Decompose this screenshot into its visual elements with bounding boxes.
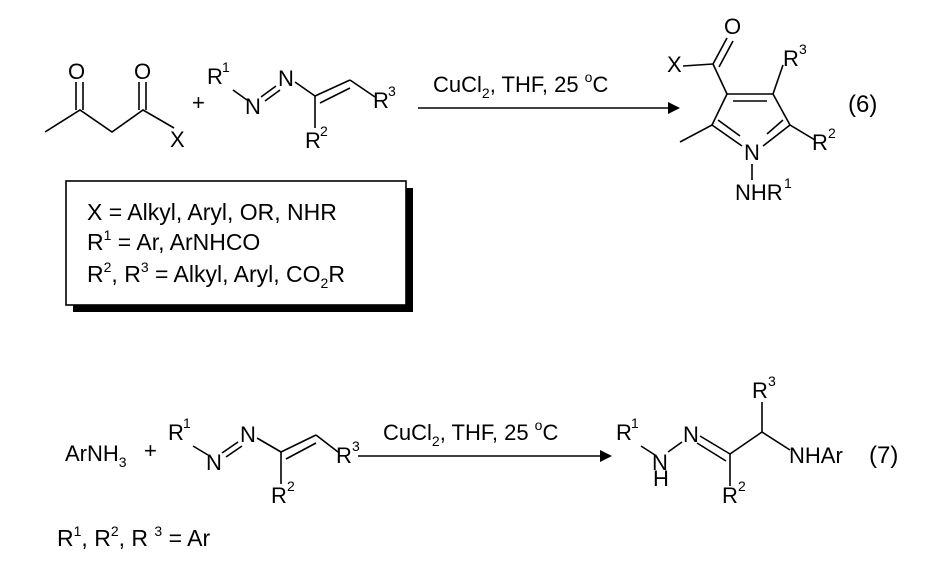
- nitrogen-1-label-6: N: [245, 94, 261, 119]
- reaction-6: O O X + R 1 N N R 3 R 2: [44, 14, 877, 312]
- plus-sign-6: +: [192, 90, 205, 115]
- r2-label-6: R: [305, 128, 321, 153]
- reaction-7: ArNH3 + R 1 N N R 3 R 2 CuCl2, THF, 25 o…: [57, 373, 898, 551]
- r3-label-6: R: [373, 88, 389, 113]
- product7-r3-superscript: 3: [768, 373, 776, 389]
- azoalkene-structure-7: R 1 N N R 3 R 2: [168, 415, 360, 508]
- pyrrole-product: X O N R 3 R 2 NHR 1: [667, 14, 836, 205]
- oxygen-2-label: O: [134, 59, 151, 84]
- product7-r2-superscript: 2: [738, 478, 746, 494]
- reaction-arrow-7: [358, 450, 612, 462]
- hydrazone-product: R 1 N H N R 3 NHAr R 2: [616, 373, 843, 508]
- substituent-legend-box: X = Alkyl, Aryl, OR, NHR R1 = Ar, ArNHCO…: [65, 180, 413, 312]
- product7-r2-label: R: [722, 483, 738, 508]
- equation-number-6: (6): [848, 91, 877, 118]
- product7-nhar-label: NHAr: [789, 443, 843, 468]
- product-ring-nitrogen: N: [744, 140, 760, 165]
- legend-line-3: R2, R3 = Alkyl, Aryl, CO2R: [87, 259, 345, 291]
- r2-superscript-7: 2: [287, 478, 295, 494]
- legend-line-2: R1 = Ar, ArNHCO: [87, 227, 260, 255]
- product-r3-superscript: 3: [799, 41, 807, 57]
- product-r3-label: R: [783, 46, 799, 71]
- equation-number-7: (7): [869, 442, 898, 469]
- r3-superscript-7: 3: [352, 438, 360, 454]
- product-oxygen-label: O: [724, 14, 741, 39]
- r1-label-6: R: [207, 64, 223, 89]
- conditions-7: CuCl2, THF, 25 oC: [383, 417, 558, 449]
- product7-nitrogen-2: N: [683, 422, 699, 447]
- r3-superscript-6: 3: [388, 83, 396, 99]
- product7-r1-label: R: [616, 420, 632, 445]
- nitrogen-2-label-6: N: [278, 66, 294, 91]
- oxygen-1-label: O: [68, 59, 85, 84]
- product7-nitrogen-1: N: [652, 450, 668, 475]
- x-group-label: X: [170, 127, 185, 152]
- reaction-arrow-6: [418, 102, 680, 114]
- nitrogen-1-label-7: N: [206, 450, 222, 475]
- conditions-6: CuCl2, THF, 25 oC: [433, 69, 608, 101]
- r1-label-7: R: [168, 420, 184, 445]
- product7-hydrogen: H: [653, 466, 669, 491]
- legend-line-1: X = Alkyl, Aryl, OR, NHR: [87, 199, 337, 225]
- product-nhr-label: NHR: [735, 180, 783, 205]
- product-x-label: X: [667, 52, 682, 77]
- product7-r3-label: R: [752, 378, 768, 403]
- r3-label-7: R: [336, 443, 352, 468]
- dicarbonyl-structure: O O X: [44, 59, 185, 152]
- product-r2-label: R: [812, 130, 828, 155]
- r1-superscript-6: 1: [222, 59, 230, 75]
- product7-r1-superscript: 1: [631, 415, 639, 431]
- plus-sign-7: +: [144, 438, 157, 463]
- r1-superscript-7: 1: [183, 415, 191, 431]
- arylamine-label: ArNH3: [65, 441, 127, 470]
- nitrogen-2-label-7: N: [240, 422, 256, 447]
- r2-label-7: R: [271, 483, 287, 508]
- r2-superscript-6: 2: [320, 123, 328, 139]
- product-r2-superscript: 2: [828, 125, 836, 141]
- reaction7-footnote: R1, R2, R 3 = Ar: [57, 523, 210, 551]
- azoalkene-structure-6: R 1 N N R 3 R 2: [207, 59, 396, 153]
- product-nhr-superscript: 1: [784, 175, 792, 191]
